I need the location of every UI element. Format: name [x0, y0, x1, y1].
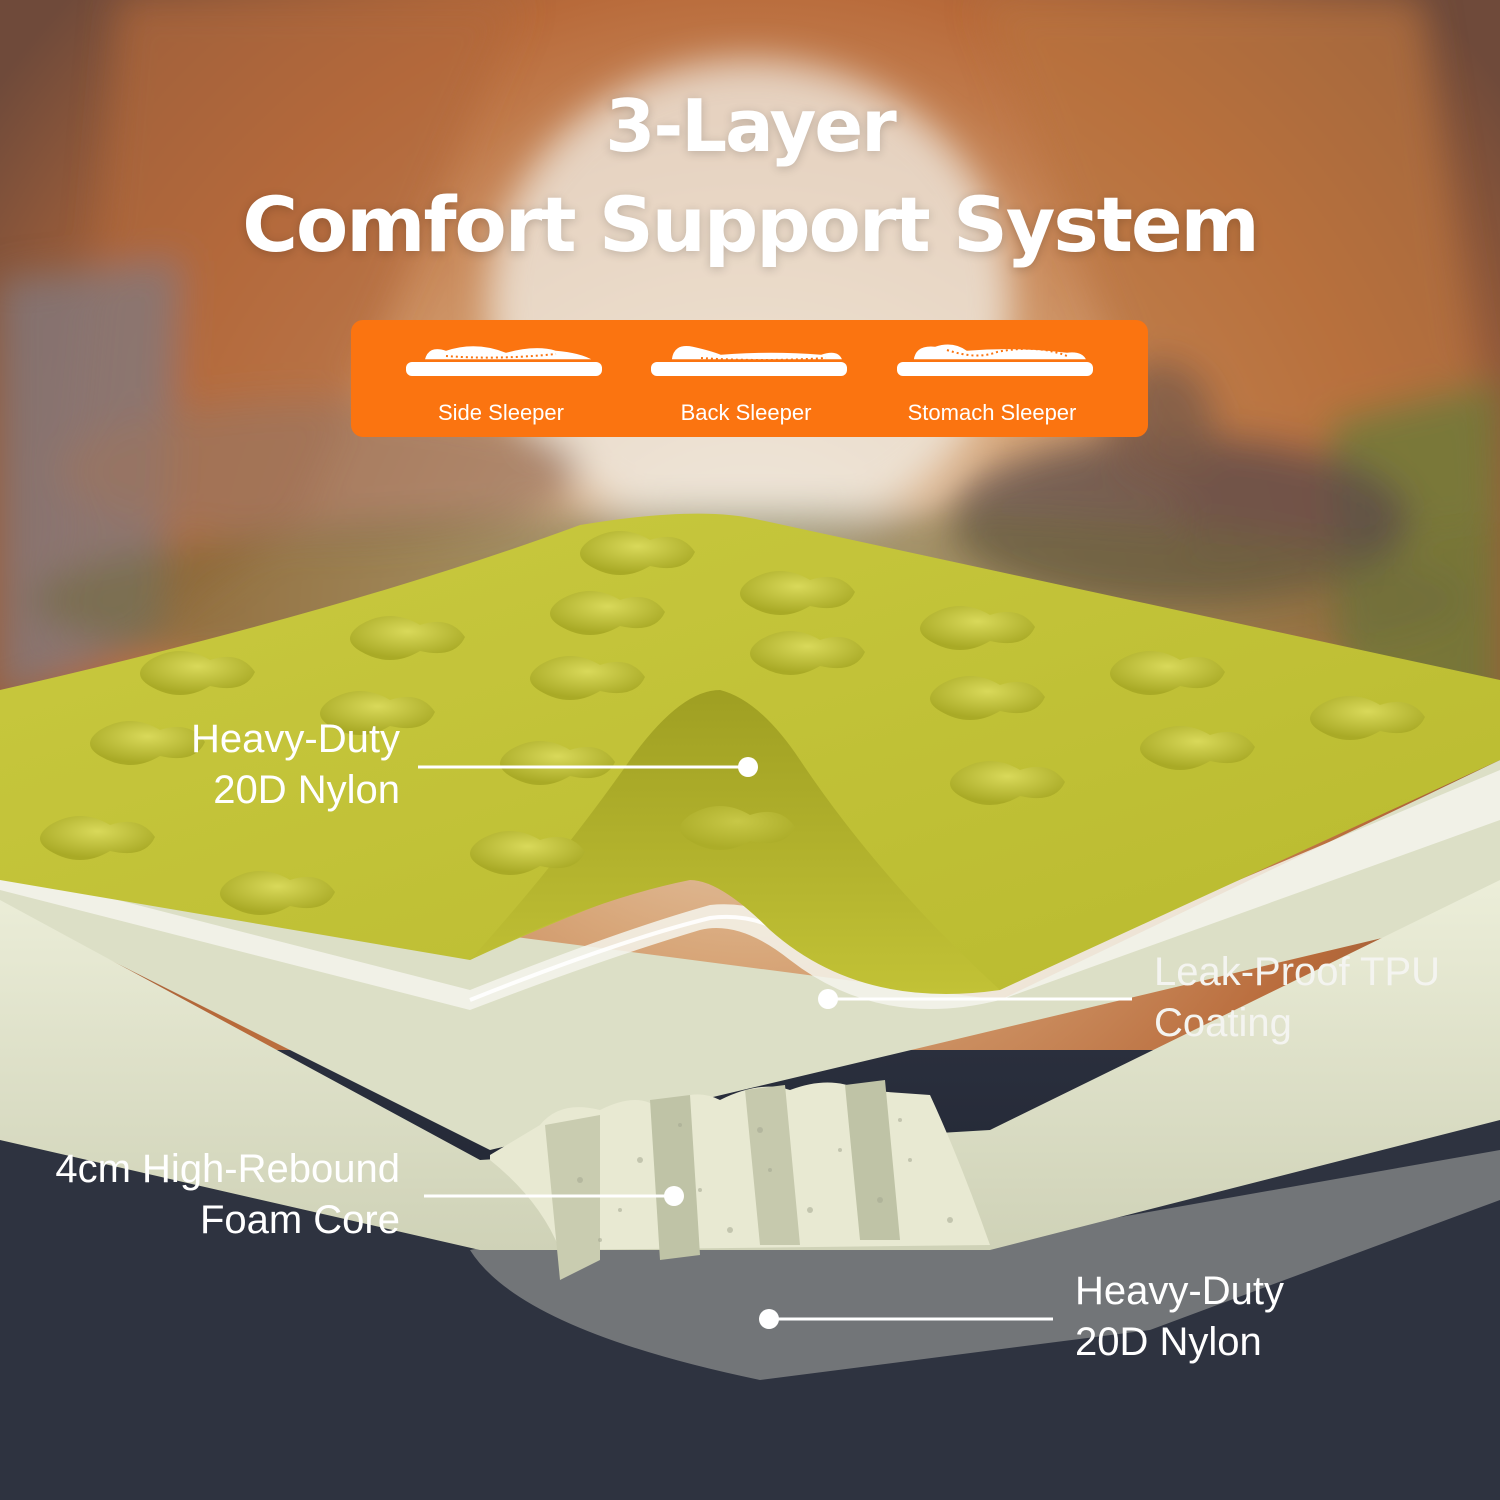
side-sleeper-icon — [406, 344, 602, 376]
callout-tpu-line1: Leak-Proof TPU — [1154, 950, 1441, 994]
bottom-nylon-layer — [470, 1150, 1500, 1380]
foam-core-layer — [0, 880, 1500, 1250]
title-line-1: 3-Layer — [605, 84, 897, 168]
foam-cutaway — [490, 1080, 990, 1280]
callout-top-nylon-line1: Heavy-Duty — [191, 717, 400, 761]
callout-leaders — [418, 757, 1132, 1329]
callout-foam-line2: Foam Core — [199, 1198, 400, 1242]
callout-top-nylon: Heavy-Duty 20D Nylon — [191, 714, 400, 816]
back-sleeper-icon — [651, 344, 847, 376]
callout-bottom-nylon: Heavy-Duty 20D Nylon — [1075, 1266, 1284, 1368]
side-sleeper: Side Sleeper — [381, 320, 621, 437]
quilted-dimples — [40, 531, 1425, 915]
callout-bottom-nylon-line1: Heavy-Duty — [1075, 1269, 1284, 1313]
tpu-coating-layer — [0, 770, 1500, 1010]
sleeper-positions-panel: Side Sleeper Back Sleeper Stomach Sleepe… — [351, 320, 1148, 437]
back-sleeper-label: Back Sleeper — [680, 400, 812, 425]
callout-foam-line1: 4cm High-Rebound — [55, 1147, 400, 1191]
callout-top-nylon-line2: 20D Nylon — [213, 768, 400, 812]
stomach-sleeper-label: Stomach Sleeper — [907, 400, 1077, 425]
callout-tpu-line2: Coating — [1154, 1001, 1292, 1045]
back-sleeper: Back Sleeper — [626, 320, 866, 437]
callout-tpu-coating: Leak-Proof TPU Coating — [1154, 947, 1440, 1049]
stomach-sleeper-icon — [897, 343, 1093, 376]
callout-foam-core: 4cm High-Rebound Foam Core — [55, 1144, 400, 1246]
stomach-sleeper: Stomach Sleeper — [872, 320, 1112, 437]
title-line-2: Comfort Support System — [242, 180, 1259, 269]
tent-background — [0, 0, 1500, 720]
side-sleeper-label: Side Sleeper — [438, 400, 564, 425]
callout-bottom-nylon-line2: 20D Nylon — [1075, 1320, 1262, 1364]
